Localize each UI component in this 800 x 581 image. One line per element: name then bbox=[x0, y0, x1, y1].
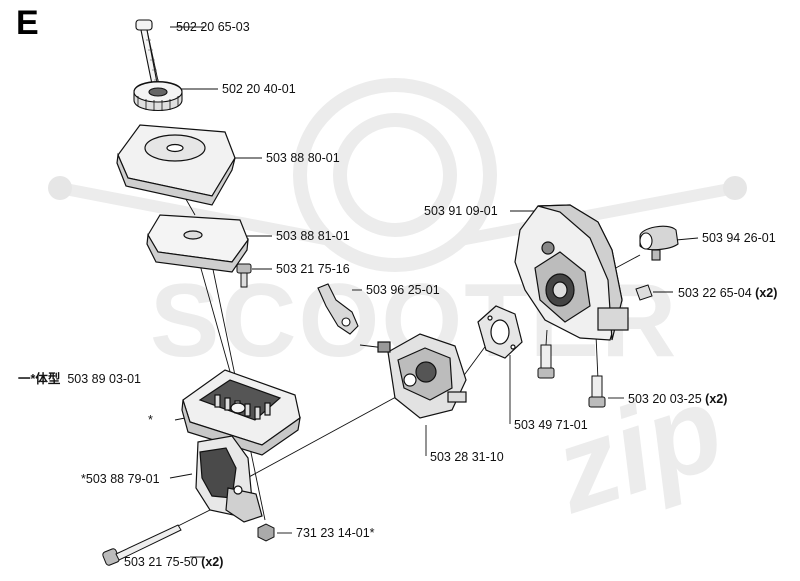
part-number: 503 89 03-01 bbox=[67, 372, 142, 386]
part-label-intake-housing: 503 91 09-01 bbox=[424, 204, 498, 218]
part-label-nut: 731 23 14-01* bbox=[296, 526, 375, 540]
part-qty: (x2) bbox=[705, 392, 728, 406]
part-number: 503 91 09-01 bbox=[424, 204, 498, 218]
part-number: * bbox=[148, 413, 153, 427]
part-number: 503 21 75-16 bbox=[276, 262, 350, 276]
part-label-air-filter: 503 88 81-01 bbox=[276, 229, 350, 243]
part-label-long-screw: 503 21 75-50 (x2) bbox=[124, 555, 223, 569]
part-number: 731 23 14-01* bbox=[296, 526, 375, 540]
part-number: 503 21 75-50 bbox=[124, 555, 198, 569]
part-label-knob: 502 20 40-01 bbox=[222, 82, 296, 96]
part-label-bolt-top: 502 20 65-03 bbox=[176, 20, 250, 34]
part-number: 503 94 26-01 bbox=[702, 231, 776, 245]
part-label-carb-holder: *503 88 79-01 bbox=[81, 472, 160, 486]
part-number: 503 28 31-10 bbox=[430, 450, 504, 464]
part-number: 503 22 65-04 bbox=[678, 286, 752, 300]
part-number: 503 88 80-01 bbox=[266, 151, 340, 165]
part-qty: (x2) bbox=[755, 286, 778, 300]
part-label-gasket: 503 49 71-01 bbox=[514, 418, 588, 432]
part-label-carburetor: 503 28 31-10 bbox=[430, 450, 504, 464]
part-label-hose-clamp: 503 94 26-01 bbox=[702, 231, 776, 245]
part-label-screw-housing: 503 20 03-25 (x2) bbox=[628, 392, 727, 406]
part-number: 503 20 03-25 bbox=[628, 392, 702, 406]
section-letter: E bbox=[16, 4, 39, 42]
part-number: 503 88 81-01 bbox=[276, 229, 350, 243]
part-label-housing-asterisk: * bbox=[148, 413, 153, 427]
part-number: 503 96 25-01 bbox=[366, 283, 440, 297]
part-prefix: 一*体型 bbox=[18, 372, 61, 386]
part-label-screw-small: 503 21 75-16 bbox=[276, 262, 350, 276]
part-number: 502 20 40-01 bbox=[222, 82, 296, 96]
nut-shape bbox=[257, 523, 275, 542]
part-label-choke-lever: 503 96 25-01 bbox=[366, 283, 440, 297]
part-number: 503 49 71-01 bbox=[514, 418, 588, 432]
part-number: *503 88 79-01 bbox=[81, 472, 160, 486]
part-label-clip: 503 22 65-04 (x2) bbox=[678, 286, 777, 300]
part-label-air-filter-cover: 503 88 80-01 bbox=[266, 151, 340, 165]
part-number: 502 20 65-03 bbox=[176, 20, 250, 34]
part-qty: (x2) bbox=[201, 555, 224, 569]
part-label-filter-housing-kit: 一*体型 503 89 03-01 bbox=[18, 372, 141, 386]
